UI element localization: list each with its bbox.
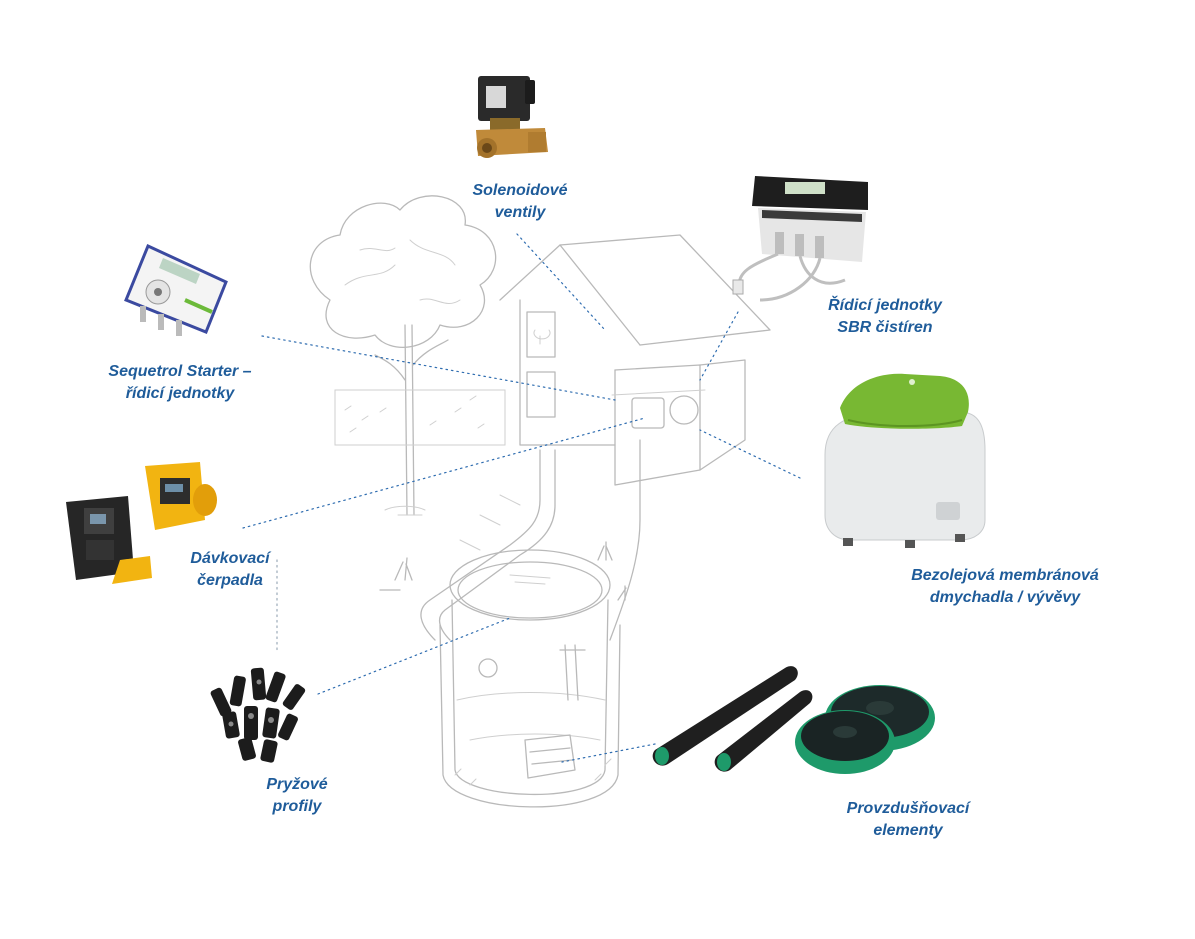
aeration-elements-image [652,666,935,774]
leader-sbr [699,311,739,381]
label-solenoid-line2: ventily [494,204,546,221]
leader-blower [699,429,801,479]
label-sbr-control-units: Řídicí jednotky SBR čistíren [790,295,980,339]
label-aeration-elements: Provzdušňovací elementy [818,798,998,842]
label-blower-line1: Bezolejová membránová [911,567,1099,584]
label-aeration-line1: Provzdušňovací [846,800,970,817]
label-sequetrol-line1: Sequetrol Starter – [108,363,252,380]
label-dosing-line2: čerpadla [197,572,263,589]
label-rubber-line2: profily [272,798,322,815]
membrane-blower-image [824,373,986,548]
label-dosing-line1: Dávkovací [190,550,270,567]
solenoid-valve-image [476,76,548,158]
label-dosing-pumps: Dávkovací čerpadla [160,548,300,592]
label-rubber-line1: Pryžové [266,776,328,793]
house-sketch [499,234,771,486]
leader-dosing [242,417,646,529]
label-sbr-line1: Řídicí jednotky [828,297,942,314]
leader-aeration [561,743,656,763]
leader-sequetrol [261,335,616,401]
leader-rubber [317,617,511,695]
label-sbr-line2: SBR čistíren [837,319,933,336]
pipe-sketch [420,439,641,641]
label-solenoid-line1: Solenoidové [472,182,568,199]
leader-lines [242,233,801,763]
dosing-pumps-image [66,462,217,584]
label-aeration-line2: elementy [873,822,943,839]
tank-sketch [439,549,621,808]
grass-sketch [379,541,627,601]
label-rubber-profiles: Pryžové profily [232,774,362,818]
rubber-profiles-image [210,667,306,763]
label-blower-line2: dmychadla / vývěvy [929,589,1081,606]
leader-solenoid [516,233,606,331]
sequetrol-starter-image [124,243,228,336]
sbr-control-unit-image [732,176,868,302]
label-solenoid-valves: Solenoidové ventily [430,180,610,224]
label-membrane-blowers: Bezolejová membránová dmychadla / vývěvy [880,565,1130,609]
label-sequetrol-starter: Sequetrol Starter – řídicí jednotky [80,361,280,405]
label-sequetrol-line2: řídicí jednotky [125,385,235,402]
tree-sketch [309,195,506,516]
